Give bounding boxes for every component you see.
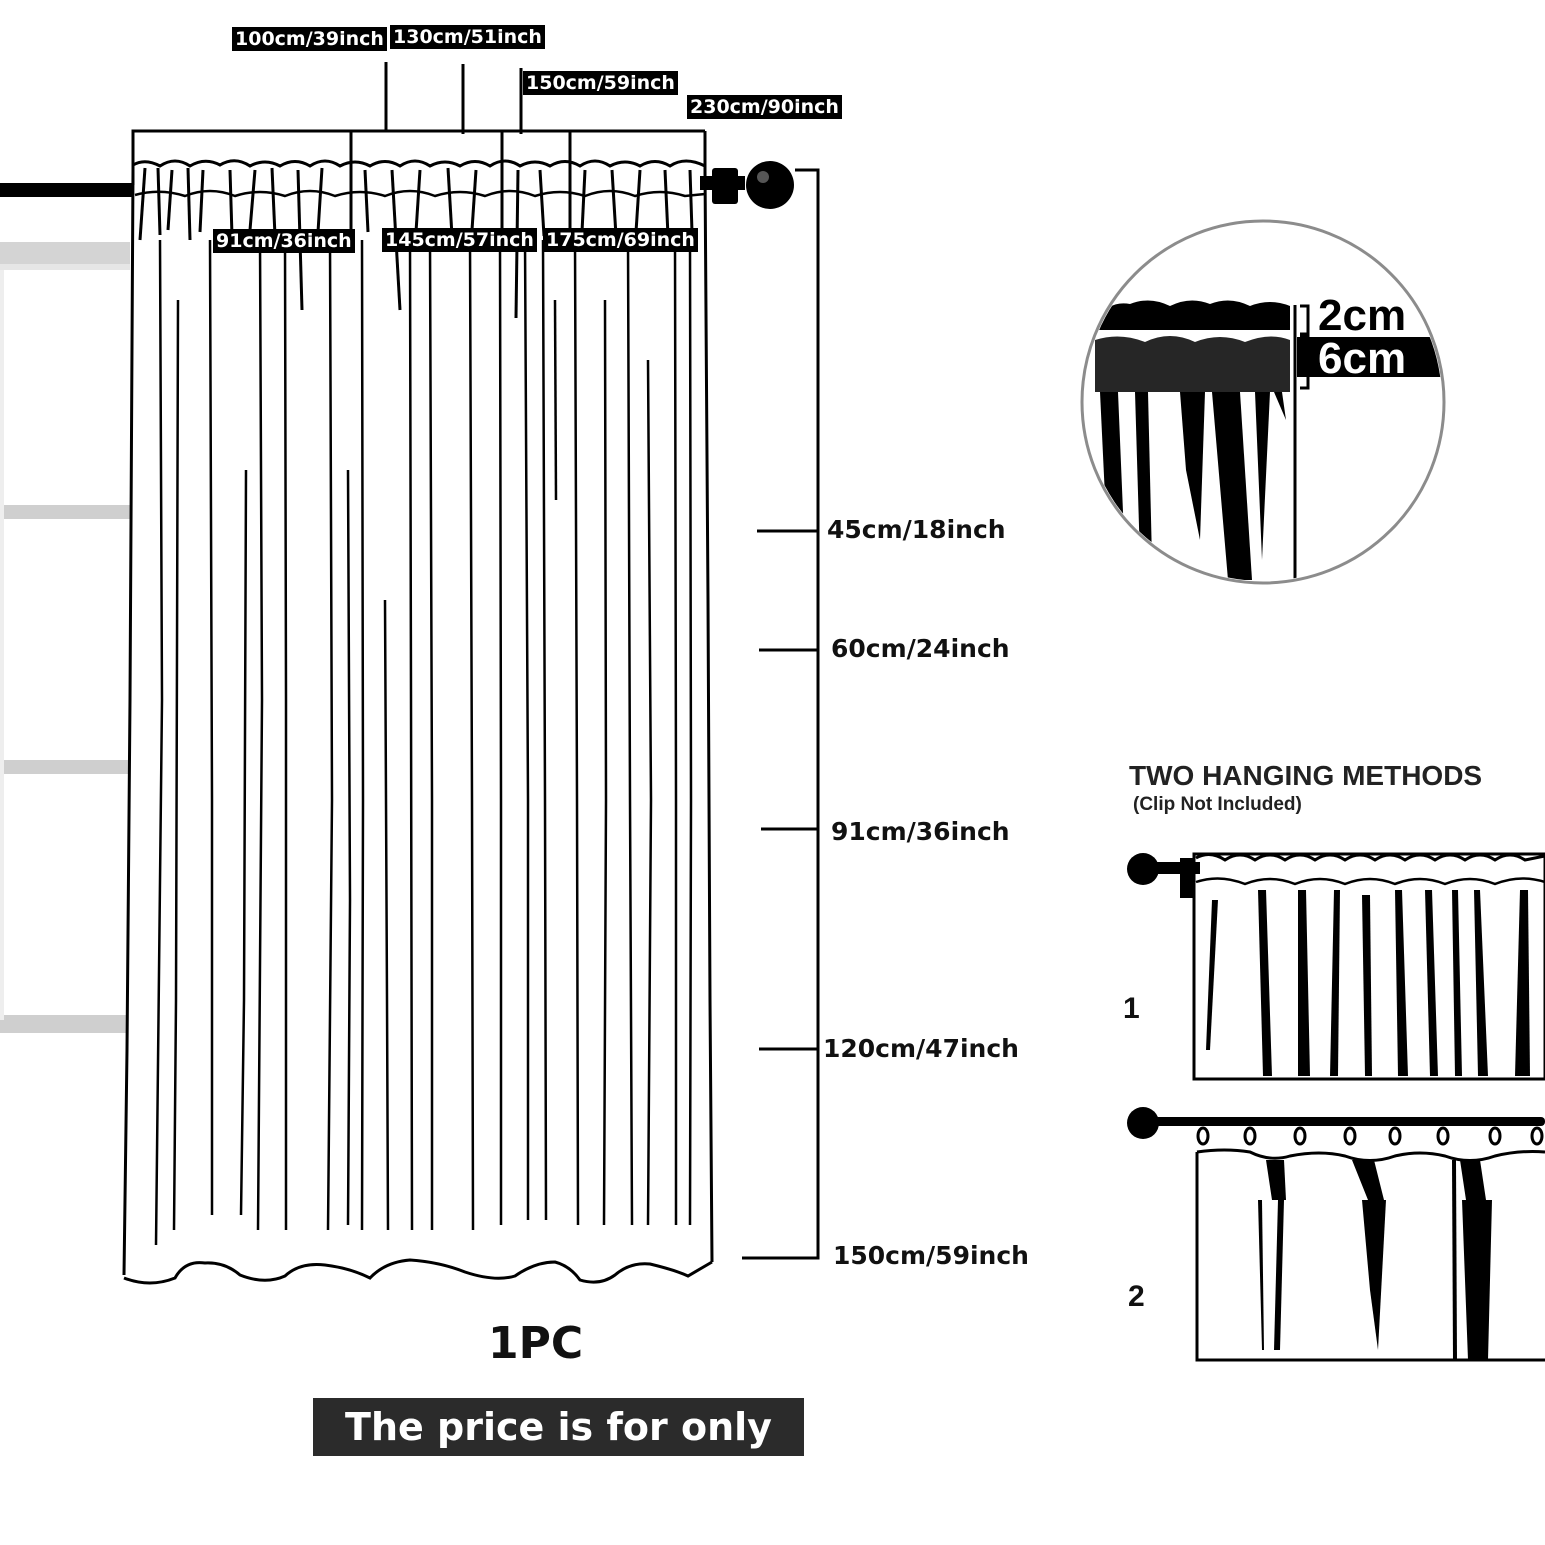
finial-icon [746,161,794,209]
height-label-150cm: 150cm/59inch [833,1241,1029,1270]
header-zoom-detail [1080,219,1446,585]
height-label-60cm: 60cm/24inch [831,634,1010,663]
width-label-150cm: 150cm/59inch [523,71,678,95]
finial-icon [1127,853,1159,885]
height-label-45cm: 45cm/18inch [827,515,1006,544]
window-frame [0,242,130,1033]
method-number-2: 2 [1128,1280,1145,1313]
width-label-230cm: 230cm/90inch [687,95,842,119]
curtain-rod-icon [0,161,794,209]
pocket-measure-band [1297,337,1441,377]
finial-icon [1127,1107,1159,1139]
width-label-91cm: 91cm/36inch [213,229,355,253]
methods-subtitle: (Clip Not Included) [1133,794,1302,815]
price-note-banner: The price is for only 1PC [313,1398,804,1507]
width-brackets [131,62,707,230]
width-label-145cm: 145cm/57inch [382,228,537,252]
quantity-label: 1PC [488,1318,584,1369]
width-label-175cm: 175cm/69inch [543,228,698,252]
pocket-measure-label: 6cm [1318,334,1407,383]
top-measure-label: 2cm [1318,291,1407,340]
clip-ring-icon [1196,1126,1544,1146]
width-label-100cm: 100cm/39inch [232,27,387,51]
height-label-91cm: 91cm/36inch [831,817,1010,846]
curtain-panel [122,159,714,1285]
method-clip-rings-illustration [1127,1107,1545,1362]
height-label-120cm: 120cm/47inch [823,1034,1019,1063]
method-number-1: 1 [1123,992,1140,1025]
width-label-130cm: 130cm/51inch [390,25,545,49]
height-scale [742,168,820,1260]
method-rod-pocket-illustration [1127,852,1545,1081]
methods-title: TWO HANGING METHODS [1129,760,1483,791]
